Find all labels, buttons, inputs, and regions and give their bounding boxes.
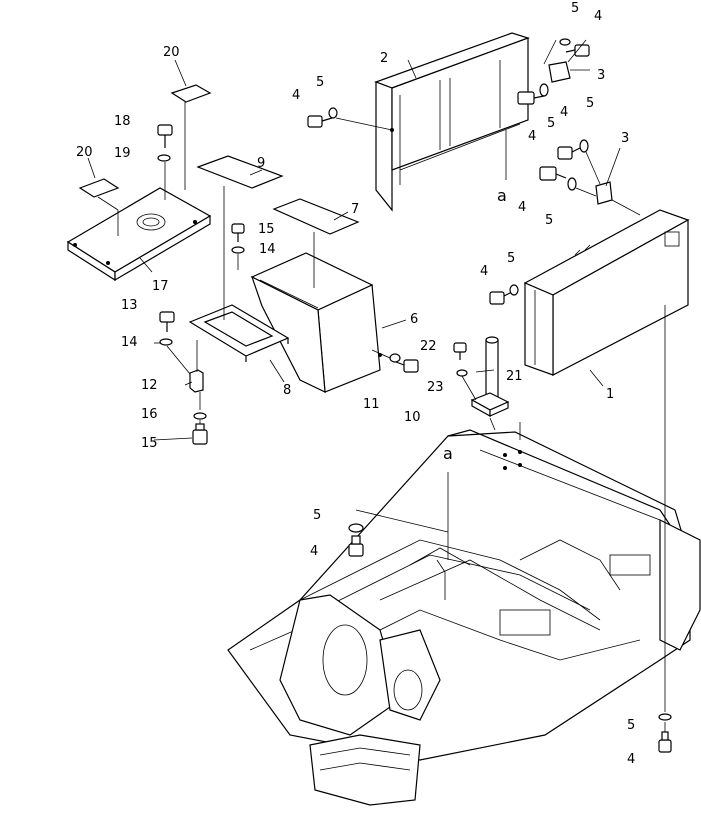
callout-labels: 1 2 3 3 4 4 4 4 4 4 4 4 5 5 5 5 5 5 5 5 … xyxy=(76,1,635,767)
part-8-bracket xyxy=(188,304,290,362)
callout-14-upper: 14 xyxy=(259,242,276,257)
bolt-4-frame-left xyxy=(307,115,333,128)
part-17-plate xyxy=(66,187,212,282)
callout-17: 17 xyxy=(152,279,169,294)
callout-4-mid: 4 xyxy=(518,200,526,215)
bracket-3-upper xyxy=(548,61,571,83)
part-20-pad-upper xyxy=(170,84,212,103)
bolt-4-frame-right xyxy=(517,91,545,105)
bracket-3-lower xyxy=(595,181,613,205)
bolt-4-mid-right xyxy=(557,146,581,160)
washer-11 xyxy=(389,353,401,363)
washer-19 xyxy=(157,154,171,162)
callout-5-bottom-right: 5 xyxy=(627,718,635,733)
callout-13: 13 xyxy=(121,298,138,313)
callout-10: 10 xyxy=(404,410,421,425)
callout-4-mid-right: 4 xyxy=(560,105,568,120)
callout-5-base: 5 xyxy=(313,508,321,523)
part-12-bracket xyxy=(189,369,204,393)
part-20-pad-lower xyxy=(78,178,120,198)
callout-21: 21 xyxy=(506,369,523,384)
callout-5-frame-left: 5 xyxy=(316,75,324,90)
bolt-4-top-right xyxy=(565,44,590,57)
callout-11: 11 xyxy=(363,397,380,412)
washer-5-base xyxy=(348,523,364,533)
bolt-22 xyxy=(453,342,467,360)
callout-23: 23 xyxy=(427,380,444,395)
callout-4-top-right: 4 xyxy=(594,9,602,24)
base-frame xyxy=(227,429,701,806)
callout-20-upper: 20 xyxy=(163,45,180,60)
callout-leaders xyxy=(87,59,621,441)
callout-20-lower: 20 xyxy=(76,145,93,160)
part-9-mat xyxy=(196,155,284,189)
reference-mark-a-upper: a xyxy=(497,186,507,205)
callout-4-frame-left: 4 xyxy=(292,88,300,103)
callout-5-mid: 5 xyxy=(545,213,553,228)
washer-5-mid xyxy=(567,177,577,191)
washer-14-upper xyxy=(231,246,245,254)
bolt-4-base xyxy=(348,535,364,557)
callout-4-cover: 4 xyxy=(480,264,488,279)
part-6-box xyxy=(250,252,382,393)
washer-5-mid-right xyxy=(579,139,589,153)
part-7-mat xyxy=(272,198,360,235)
bolt-10 xyxy=(395,359,419,373)
bolt-13 xyxy=(159,311,175,332)
washer-14-lower xyxy=(159,338,173,346)
callout-3-lower: 3 xyxy=(621,131,629,146)
callout-3-upper: 3 xyxy=(597,68,605,83)
washer-5-bottom-right xyxy=(658,713,672,721)
callout-4-frame-right: 4 xyxy=(528,129,536,144)
callout-4-bottom-right: 4 xyxy=(627,752,635,767)
washer-5-top-right xyxy=(559,38,571,46)
washer-23 xyxy=(456,369,468,377)
reference-mark-a-lower: a xyxy=(443,444,453,463)
part-2-frame xyxy=(374,32,530,212)
callout-14-lower: 14 xyxy=(121,335,138,350)
callout-4-base: 4 xyxy=(310,544,318,559)
bolt-18 xyxy=(157,124,173,148)
callout-19: 19 xyxy=(114,146,131,161)
washer-5-frame-right xyxy=(539,83,549,97)
washer-5-cover xyxy=(509,284,519,296)
bolt-4-cover xyxy=(489,291,513,305)
callout-5-frame-right: 5 xyxy=(547,116,555,131)
callout-5-cover: 5 xyxy=(507,251,515,266)
callout-16: 16 xyxy=(141,407,158,422)
part-1-cover xyxy=(523,209,690,376)
assembly-lines xyxy=(97,39,666,732)
washer-5-frame-left xyxy=(328,107,338,119)
callout-5-top-right: 5 xyxy=(571,1,579,16)
callout-2: 2 xyxy=(380,51,388,66)
callout-22: 22 xyxy=(420,339,437,354)
callout-1: 1 xyxy=(606,387,614,402)
part-21-post xyxy=(470,336,510,418)
callout-15-lower: 15 xyxy=(141,436,158,451)
bolt-4-bottom-right xyxy=(658,731,672,753)
callout-15-upper: 15 xyxy=(258,222,275,237)
washer-16 xyxy=(193,412,207,420)
callout-6: 6 xyxy=(410,312,418,327)
callout-7: 7 xyxy=(351,202,359,217)
callout-8: 8 xyxy=(283,383,291,398)
callout-18: 18 xyxy=(114,114,131,129)
bolt-15-upper xyxy=(231,223,245,242)
nut-15-lower xyxy=(192,423,208,445)
callout-9: 9 xyxy=(257,156,265,171)
callout-5-mid-right: 5 xyxy=(586,96,594,111)
callout-12: 12 xyxy=(141,378,158,393)
bolt-4-mid xyxy=(539,166,567,181)
